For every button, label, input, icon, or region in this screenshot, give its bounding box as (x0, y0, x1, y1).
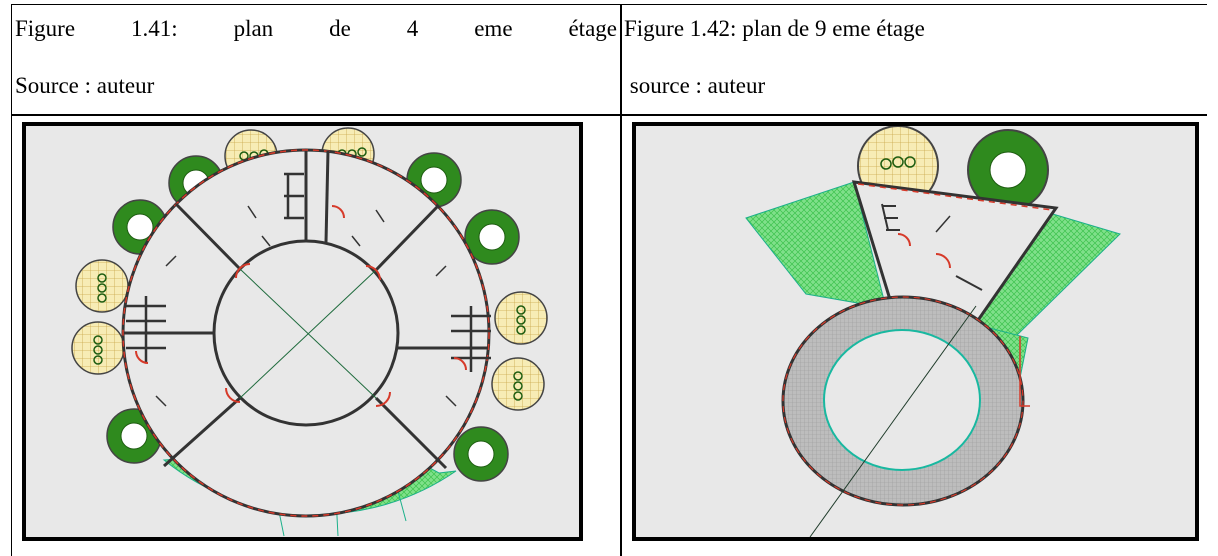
radial-walls (124, 150, 488, 470)
door-swings (135, 205, 467, 407)
figure-caption-left: Figure 1.41: plan de 4 eme étage (15, 16, 617, 41)
column-divider (620, 4, 622, 556)
row-divider (11, 114, 1207, 116)
floor-plan-9-drawing (745, 126, 1121, 537)
furniture-marks (155, 205, 457, 407)
figure-caption-right: Figure 1.42: plan de 9 eme étage (624, 16, 925, 41)
balcony-gardens (71, 127, 548, 482)
floor-plan-4 (22, 122, 583, 541)
floor-plan-4-drawing (71, 127, 548, 537)
figure-source-right: source : auteur (624, 73, 766, 98)
floor-plan-9 (632, 122, 1199, 541)
figure-source-left: Source : auteur (15, 73, 155, 98)
table-border (11, 4, 1207, 556)
circular-core (781, 295, 1030, 537)
construction-lines (239, 268, 377, 399)
bathroom-blocks (126, 172, 491, 372)
